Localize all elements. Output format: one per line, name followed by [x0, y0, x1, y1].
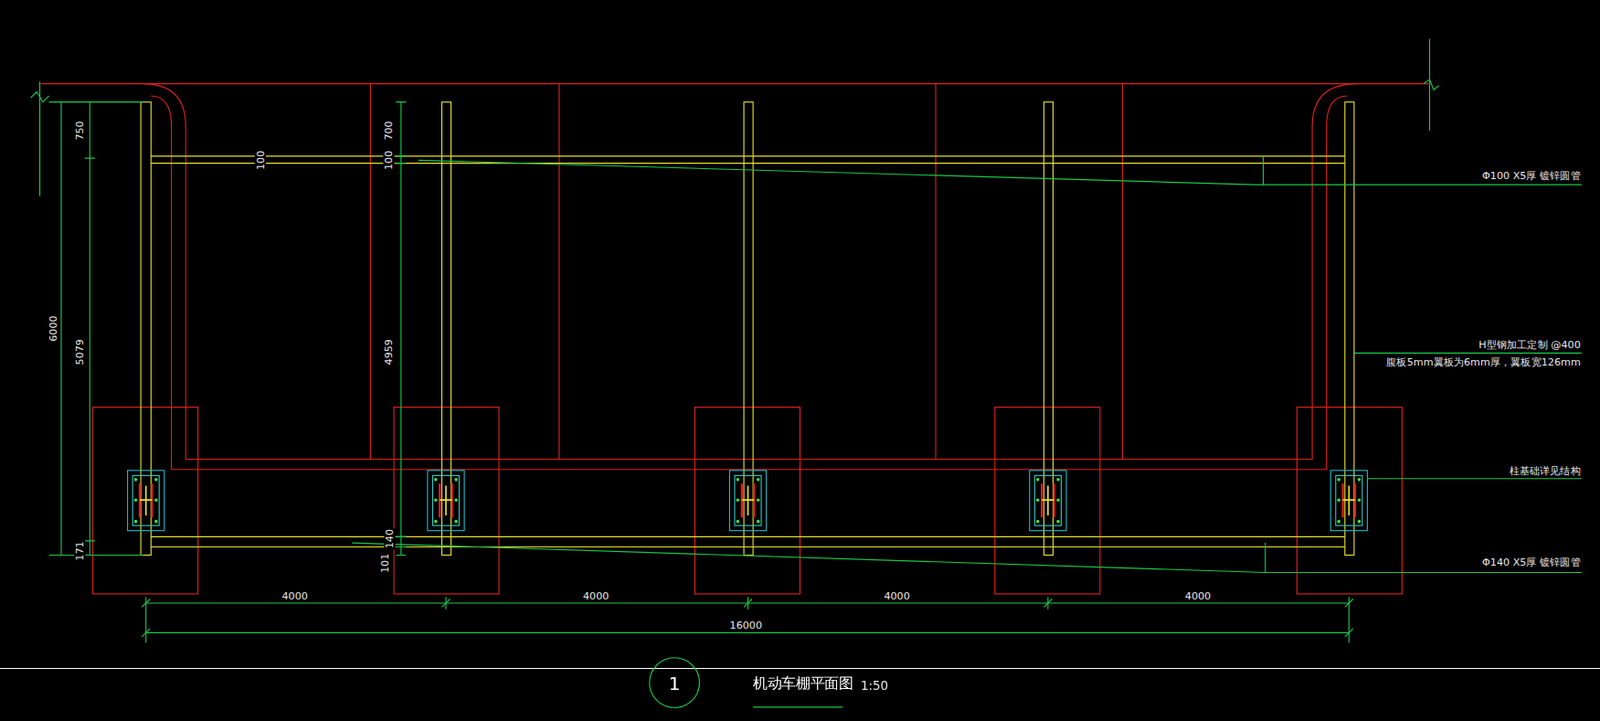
base-plate — [756, 498, 761, 502]
note-text: H型钢加工定制 @400 — [1477, 339, 1582, 350]
base-plate — [1336, 477, 1341, 482]
base-plate — [134, 477, 138, 482]
base-plate — [729, 470, 766, 531]
dimension-text: 171 — [74, 540, 85, 562]
dimension-text: 4000 — [280, 590, 309, 602]
dimension-text: 101 — [379, 552, 391, 575]
base-plate — [1034, 475, 1061, 526]
base-plate — [736, 519, 741, 524]
base-plate — [434, 519, 438, 524]
base-plate — [1056, 477, 1060, 482]
base-plate — [134, 519, 138, 524]
dimension-text: 100 — [254, 149, 266, 172]
note-text: Φ140 X5厚 镀锌圆管 — [1481, 556, 1582, 568]
base-plate — [139, 486, 152, 516]
base-plate — [154, 498, 159, 502]
base-plate — [734, 475, 762, 526]
base-plate — [139, 483, 152, 518]
base-plate — [1335, 475, 1363, 526]
dimension-text: 16000 — [728, 619, 763, 631]
dimension-text: 4959 — [382, 338, 394, 367]
dimension-text: 700 — [382, 119, 394, 142]
base-plate — [1036, 519, 1040, 524]
base-plate — [756, 519, 761, 524]
scale-text: 1:50 — [859, 680, 890, 692]
drawing-title: 机动车棚平面图 — [752, 674, 853, 693]
view-number: 1 — [668, 671, 681, 693]
base-plate — [741, 486, 754, 516]
base-plate — [1343, 486, 1356, 516]
base-plate — [1330, 470, 1367, 531]
note-text: Φ100 X5厚 镀锌圆管 — [1481, 169, 1582, 181]
base-plate — [1041, 483, 1054, 518]
base-plate — [127, 470, 165, 531]
base-plate — [454, 519, 458, 524]
base-plate — [1036, 498, 1040, 502]
base-plate — [1343, 483, 1356, 518]
base-plate — [756, 477, 761, 482]
base-plate — [741, 483, 754, 518]
base-plate — [1056, 498, 1060, 502]
base-plate — [1041, 486, 1054, 516]
base-plate — [1056, 519, 1060, 524]
base-plate — [454, 477, 458, 482]
dimension-text: 5079 — [74, 338, 85, 367]
base-plate — [439, 483, 452, 518]
base-plate — [1336, 498, 1341, 502]
base-plate — [132, 475, 159, 526]
base-plate — [1357, 519, 1362, 524]
base-plate — [1357, 477, 1362, 482]
dimension-text: 4000 — [882, 590, 912, 602]
note-text: 腹板5mm翼板为6mm厚，翼板宽126mm — [1385, 356, 1582, 368]
base-plate — [134, 498, 138, 502]
dimension-text: 4000 — [1184, 590, 1213, 602]
dimension-text: 4000 — [582, 590, 611, 602]
base-plate — [439, 486, 452, 516]
base-plate — [154, 477, 159, 482]
dimension-text: 750 — [74, 119, 85, 142]
base-plate — [1036, 477, 1040, 482]
dimension-text: 140 — [383, 528, 395, 551]
base-plate — [154, 519, 159, 524]
base-plate — [434, 477, 438, 482]
base-plate — [1336, 519, 1341, 524]
dimension-text: 6000 — [47, 314, 59, 343]
dimension-text: 100 — [382, 149, 394, 172]
base-plate — [454, 498, 458, 502]
base-plate — [736, 477, 741, 482]
base-plate — [1029, 470, 1067, 531]
note-text: 柱基础详见结构 — [1507, 465, 1581, 477]
base-plate — [736, 498, 741, 502]
base-plate — [434, 498, 438, 502]
view-number-circle: 1 — [648, 656, 700, 709]
base-plate — [427, 470, 465, 531]
base-plate — [1357, 498, 1362, 502]
base-plate — [432, 475, 459, 526]
